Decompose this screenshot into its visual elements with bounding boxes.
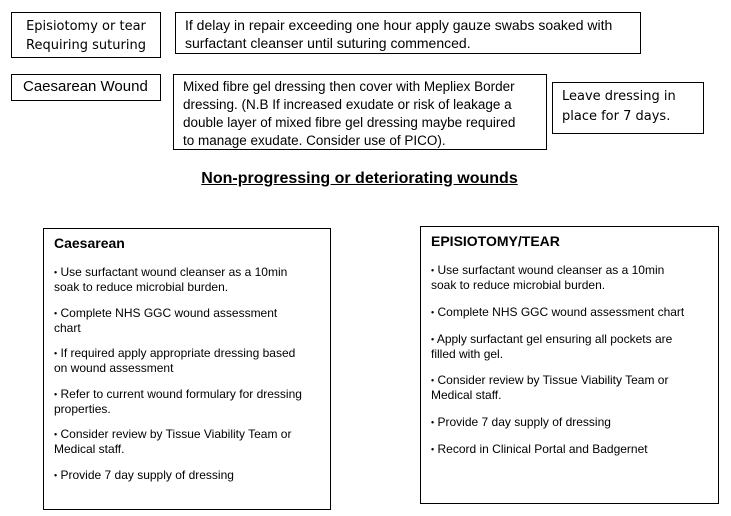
caesarean-panel-list: • Use surfactant wound cleanser as a 10m…	[54, 265, 324, 494]
caesarean-instruction-box: Mixed fibre gel dressing then cover with…	[173, 74, 547, 150]
episiotomy-label: Episiotomy or tear Requiring suturing	[26, 19, 146, 53]
episiotomy-label-box: Episiotomy or tear Requiring suturing	[11, 12, 161, 58]
list-item: • Use surfactant wound cleanser as a 10m…	[431, 263, 712, 293]
section-heading: Non-progressing or deteriorating wounds	[0, 169, 731, 189]
list-item: • Use surfactant wound cleanser as a 10m…	[54, 265, 324, 295]
bullet-icon: •	[431, 334, 435, 345]
bullet-icon: •	[431, 375, 435, 386]
bullet-icon: •	[54, 267, 58, 278]
list-item-text: If required apply appropriate dressing b…	[54, 346, 296, 376]
episiotomy-panel-title: EPISIOTOMY/TEAR	[431, 233, 560, 249]
list-item-text: Consider review by Tissue Viability Team…	[54, 427, 292, 457]
caesarean-label-box: Caesarean Wound	[11, 74, 161, 101]
list-item: • Provide 7 day supply of dressing	[54, 468, 324, 483]
bullet-icon: •	[431, 307, 435, 318]
caesarean-note: Leave dressing in place for 7 days.	[562, 89, 676, 124]
list-item-text: Refer to current wound formulary for dre…	[54, 386, 302, 416]
bullet-icon: •	[54, 348, 58, 359]
list-item: • Complete NHS GGC wound assessment char…	[431, 305, 712, 320]
caesarean-label: Caesarean Wound	[23, 78, 148, 95]
list-item-text: Provide 7 day supply of dressing	[434, 414, 611, 429]
episiotomy-instruction: If delay in repair exceeding one hour ap…	[185, 17, 613, 51]
caesarean-note-box: Leave dressing in place for 7 days.	[552, 82, 704, 134]
bullet-icon: •	[54, 470, 58, 481]
section-heading-text: Non-progressing or deteriorating wounds	[201, 170, 518, 187]
list-item: • Record in Clinical Portal and Badgerne…	[431, 442, 712, 457]
bullet-icon: •	[431, 265, 435, 276]
list-item-text: Use surfactant wound cleanser as a 10min…	[54, 265, 288, 295]
episiotomy-panel-list: • Use surfactant wound cleanser as a 10m…	[431, 263, 712, 469]
caesarean-panel-title: Caesarean	[54, 235, 125, 251]
list-item-text: Use surfactant wound cleanser as a 10min…	[431, 263, 665, 293]
episiotomy-panel: EPISIOTOMY/TEAR • Use surfactant wound c…	[420, 226, 719, 504]
list-item: • Provide 7 day supply of dressing	[431, 415, 712, 430]
episiotomy-instruction-box: If delay in repair exceeding one hour ap…	[175, 12, 641, 54]
bullet-icon: •	[54, 389, 58, 400]
list-item: • Consider review by Tissue Viability Te…	[54, 427, 324, 457]
bullet-icon: •	[431, 444, 435, 455]
list-item-text: Consider review by Tissue Viability Team…	[431, 373, 669, 403]
list-item: • Refer to current wound formulary for d…	[54, 387, 324, 417]
list-item: • Complete NHS GGC wound assessment char…	[54, 306, 324, 336]
caesarean-panel: Caesarean • Use surfactant wound cleanse…	[43, 228, 331, 510]
list-item-text: Record in Clinical Portal and Badgernet	[434, 441, 648, 456]
list-item-text: Complete NHS GGC wound assessment chart	[54, 305, 278, 335]
list-item-text: Provide 7 day supply of dressing	[57, 467, 234, 482]
bullet-icon: •	[431, 417, 435, 428]
list-item: • Consider review by Tissue Viability Te…	[431, 373, 712, 403]
list-item-text: Complete NHS GGC wound assessment chart	[434, 304, 685, 319]
bullet-icon: •	[54, 429, 58, 440]
list-item: • Apply surfactant gel ensuring all pock…	[431, 332, 712, 362]
list-item: • If required apply appropriate dressing…	[54, 346, 324, 376]
list-item-text: Apply surfactant gel ensuring all pocket…	[431, 331, 673, 361]
caesarean-instruction: Mixed fibre gel dressing then cover with…	[183, 79, 516, 148]
bullet-icon: •	[54, 308, 58, 319]
